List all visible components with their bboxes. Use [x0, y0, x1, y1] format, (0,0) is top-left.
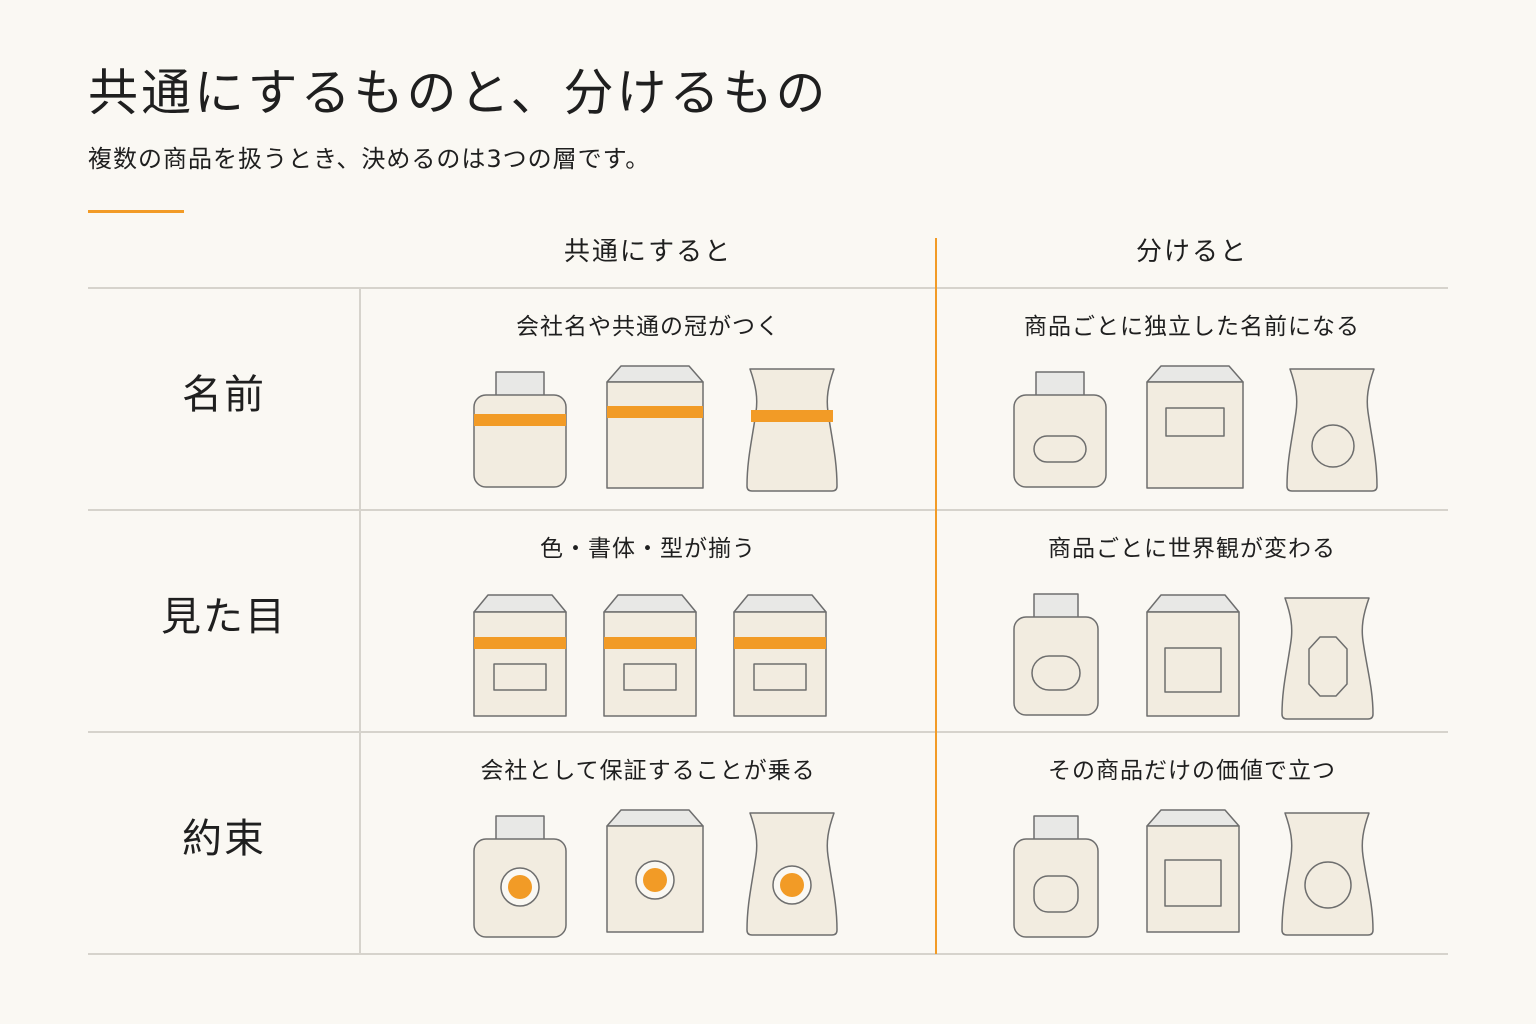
pouch-package-icon	[746, 812, 838, 936]
pouch-package-icon	[1281, 812, 1374, 936]
page-title: 共通にするものと、分けるもの	[88, 64, 829, 122]
column-header-separate: 分けると	[1135, 237, 1248, 267]
bottle-package-icon	[1013, 593, 1099, 716]
bottle-package-icon	[1013, 371, 1107, 488]
page-subtitle: 複数の商品を扱うとき、決めるのは3つの層です。	[88, 145, 651, 173]
row-label-promise: 約束	[182, 816, 266, 862]
pouch-package-icon	[746, 368, 838, 492]
caption-name-separate: 商品ごとに独立した名前になる	[1024, 314, 1360, 340]
pouch-package-icon	[1281, 597, 1374, 720]
box-package-icon	[1146, 594, 1240, 717]
row-label-look: 見た目	[161, 594, 287, 640]
box-package-icon	[603, 594, 697, 717]
caption-name-shared: 会社名や共通の冠がつく	[516, 314, 780, 340]
box-package-icon	[733, 594, 827, 717]
caption-promise-shared: 会社として保証することが乗る	[480, 758, 816, 784]
bottle-package-icon	[473, 371, 567, 488]
column-header-shared: 共通にすると	[563, 237, 733, 267]
box-package-icon	[1146, 365, 1244, 489]
box-package-icon	[473, 594, 567, 717]
caption-look-shared: 色・書体・型が揃う	[540, 536, 756, 562]
accent-rule	[88, 210, 184, 213]
pouch-package-icon	[1286, 368, 1378, 492]
row-label-name: 名前	[182, 372, 266, 418]
caption-look-separate: 商品ごとに世界観が変わる	[1048, 536, 1336, 562]
bottle-package-icon	[1013, 815, 1099, 938]
bottle-package-icon	[473, 815, 567, 938]
box-package-icon	[606, 365, 704, 489]
box-package-icon	[1146, 809, 1240, 933]
caption-promise-separate: その商品だけの価値で立つ	[1048, 758, 1336, 784]
box-package-icon	[606, 809, 704, 933]
